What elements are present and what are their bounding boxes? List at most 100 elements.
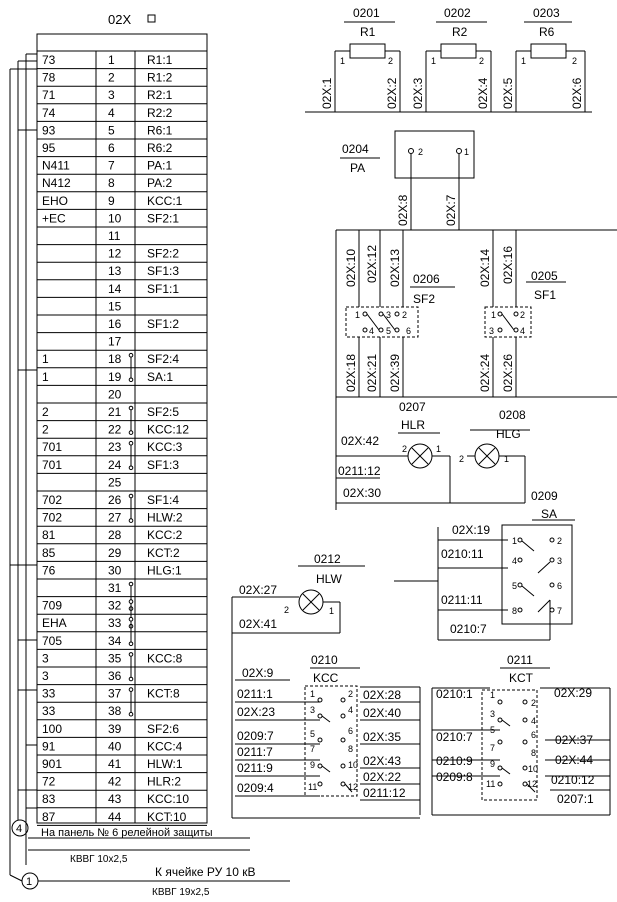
- terminal-block-title: 02X: [108, 12, 131, 27]
- switch-sf1: [484, 230, 566, 397]
- sa-pin-1: 1: [512, 536, 517, 546]
- pa-pin-2: 2: [418, 147, 423, 157]
- terminal-wire: 76: [42, 563, 56, 577]
- sf1-bottom-term-1: 02X:24: [478, 354, 492, 392]
- sf2-pin-1: 1: [355, 310, 360, 320]
- cable-1-destination: К ячейке РУ 10 кВ: [155, 865, 255, 879]
- terminal-num: 32: [108, 599, 122, 613]
- terminal-num: 35: [108, 651, 122, 665]
- kcc-pin-1: 1: [310, 689, 315, 699]
- hlw-code: 0212: [314, 552, 341, 566]
- terminal-jumper-node: [128, 581, 134, 587]
- terminal-num: 28: [108, 528, 122, 542]
- terminal-dest: SF2:2: [147, 247, 179, 261]
- sf2-code: 0206: [413, 272, 440, 286]
- terminal-wire: 78: [42, 71, 56, 85]
- terminal-dest: HLG:1: [147, 563, 182, 577]
- terminal-dest: SF1:3: [147, 458, 179, 472]
- terminal-wire: 701: [42, 440, 62, 454]
- resistor-r6: [500, 21, 592, 113]
- kcc-right-4: 02X:22: [363, 770, 401, 784]
- terminal-num: 1: [108, 53, 115, 67]
- sa-pin-6: 6: [557, 581, 562, 591]
- pa-term-7: 02X:7: [444, 194, 458, 226]
- terminal-num: 39: [108, 722, 122, 736]
- pa-term-8: 02X:8: [396, 194, 410, 226]
- r2-pin-2: 2: [479, 56, 484, 66]
- terminal-num: 14: [108, 282, 122, 296]
- terminal-wire: 83: [42, 792, 56, 806]
- terminal-wire: N412: [42, 176, 71, 190]
- sa-label-0: 02X:19: [452, 523, 490, 537]
- kct-pin-12: 12: [527, 779, 537, 789]
- sa-label-3: 0210:7: [450, 622, 487, 636]
- terminal-jumper-node: [128, 652, 134, 657]
- sa-code: 0209: [531, 489, 558, 503]
- switch-sf2: [345, 230, 455, 397]
- terminal-wire: 2: [42, 405, 49, 419]
- kct-pin-3: 3: [490, 709, 495, 719]
- terminal-jumper-node: [128, 711, 134, 717]
- r1-pin-1: 1: [340, 56, 345, 66]
- hlw-label-41: 02X:41: [239, 617, 277, 631]
- kcc-right-3: 02X:43: [363, 754, 401, 768]
- sf1-pin-2: 2: [520, 310, 525, 320]
- kct-left-3: 0209:8: [436, 770, 473, 784]
- terminal-jumper-node: [128, 676, 134, 682]
- terminal-dest: SF1:3: [147, 264, 179, 278]
- terminal-jumper-node: [128, 518, 134, 523]
- terminal-wire: 2: [42, 423, 49, 437]
- sf1-pin-4: 4: [520, 326, 525, 336]
- terminal-jumper-node: [128, 405, 134, 411]
- terminal-wire: 71: [42, 88, 56, 102]
- terminal-wire: 702: [42, 493, 62, 507]
- terminal-num: 36: [108, 669, 122, 683]
- kct-right-3: 0210:12: [551, 773, 595, 787]
- terminal-dest: KCT:8: [147, 687, 180, 701]
- terminal-num: 4: [108, 106, 115, 120]
- terminal-dest: KCC:1: [147, 194, 183, 208]
- kcc-pin-3: 3: [310, 705, 315, 715]
- pa-pin-1: 1: [464, 147, 469, 157]
- r2-code: 0202: [444, 6, 471, 20]
- terminal-num: 9: [108, 194, 115, 208]
- terminal-num: 30: [108, 563, 122, 577]
- terminal-num: 18: [108, 352, 122, 366]
- terminal-wire: 3: [42, 669, 49, 683]
- kct-pin-11: 11: [486, 779, 495, 789]
- terminal-block-square-icon: [147, 14, 156, 23]
- terminal-dest: R2:1: [147, 88, 173, 102]
- terminal-num: 12: [108, 247, 122, 261]
- hlg-pin-1: 1: [504, 454, 509, 464]
- kct-left-1: 0210:7: [436, 730, 473, 744]
- terminal-num: 33: [108, 616, 122, 630]
- r6-pin-1: 1: [521, 56, 526, 66]
- kct-right-2: 02X:44: [555, 753, 593, 767]
- hlw-name: HLW: [316, 572, 342, 586]
- hlr-name: HLR: [401, 418, 425, 432]
- kcc-code: 0210: [311, 653, 338, 667]
- kcc-left-3: 0209:7: [237, 729, 274, 743]
- terminal-num: 6: [108, 141, 115, 155]
- switch-sa: [394, 519, 575, 641]
- r2-term-1: 02X:3: [411, 77, 425, 109]
- terminal-wire: 73: [42, 53, 56, 67]
- sf2-bottom-term-1: 02X:18: [344, 354, 358, 392]
- label-02x-42: 02X:42: [341, 434, 379, 448]
- r1-pin-2: 2: [388, 56, 393, 66]
- terminal-num: 11: [108, 229, 121, 243]
- lamp-hlg: [467, 429, 530, 503]
- terminal-wire: 705: [42, 634, 62, 648]
- sa-pin-7: 7: [557, 606, 562, 616]
- terminal-wire: 701: [42, 458, 62, 472]
- sf2-top-term-3: 02X:13: [388, 249, 402, 287]
- kcc-pin-2: 2: [348, 689, 353, 699]
- sf1-top-term-1: 02X:14: [478, 249, 492, 287]
- kct-pin-10: 10: [528, 764, 538, 774]
- terminal-wire: 87: [42, 810, 56, 824]
- cable-4-destination: На панель № 6 релейной защиты: [41, 827, 213, 839]
- terminal-wire: 95: [42, 141, 56, 155]
- kcc-left-1: 0211:1: [237, 687, 273, 701]
- r2-pin-1: 1: [431, 56, 436, 66]
